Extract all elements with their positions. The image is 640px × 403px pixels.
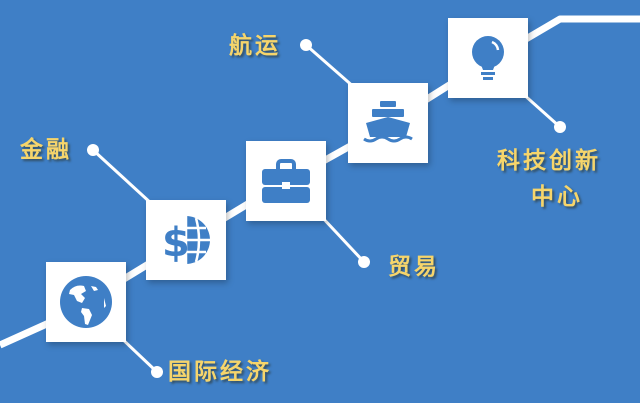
node-shipping[interactable] <box>348 83 428 163</box>
node-finance[interactable]: $ <box>146 200 226 280</box>
dollar-globe-icon: $ <box>162 216 210 266</box>
lightbulb-icon <box>472 36 504 80</box>
ship-icon <box>363 101 413 143</box>
briefcase-icon <box>262 159 310 203</box>
label-trade: 贸易 <box>388 254 440 280</box>
label-global-economy: 国际经济 <box>168 359 272 385</box>
label-tech-innovation-line2: 中心 <box>531 184 583 210</box>
node-tech-innovation[interactable] <box>448 18 528 98</box>
label-finance: 金融 <box>20 137 72 163</box>
node-trade[interactable] <box>246 141 326 221</box>
node-global-economy[interactable] <box>46 262 126 342</box>
svg-text:$: $ <box>162 220 190 266</box>
label-tech-innovation-line1: 科技创新 <box>497 148 601 174</box>
label-shipping: 航运 <box>229 33 281 59</box>
globe-icon <box>60 276 112 328</box>
